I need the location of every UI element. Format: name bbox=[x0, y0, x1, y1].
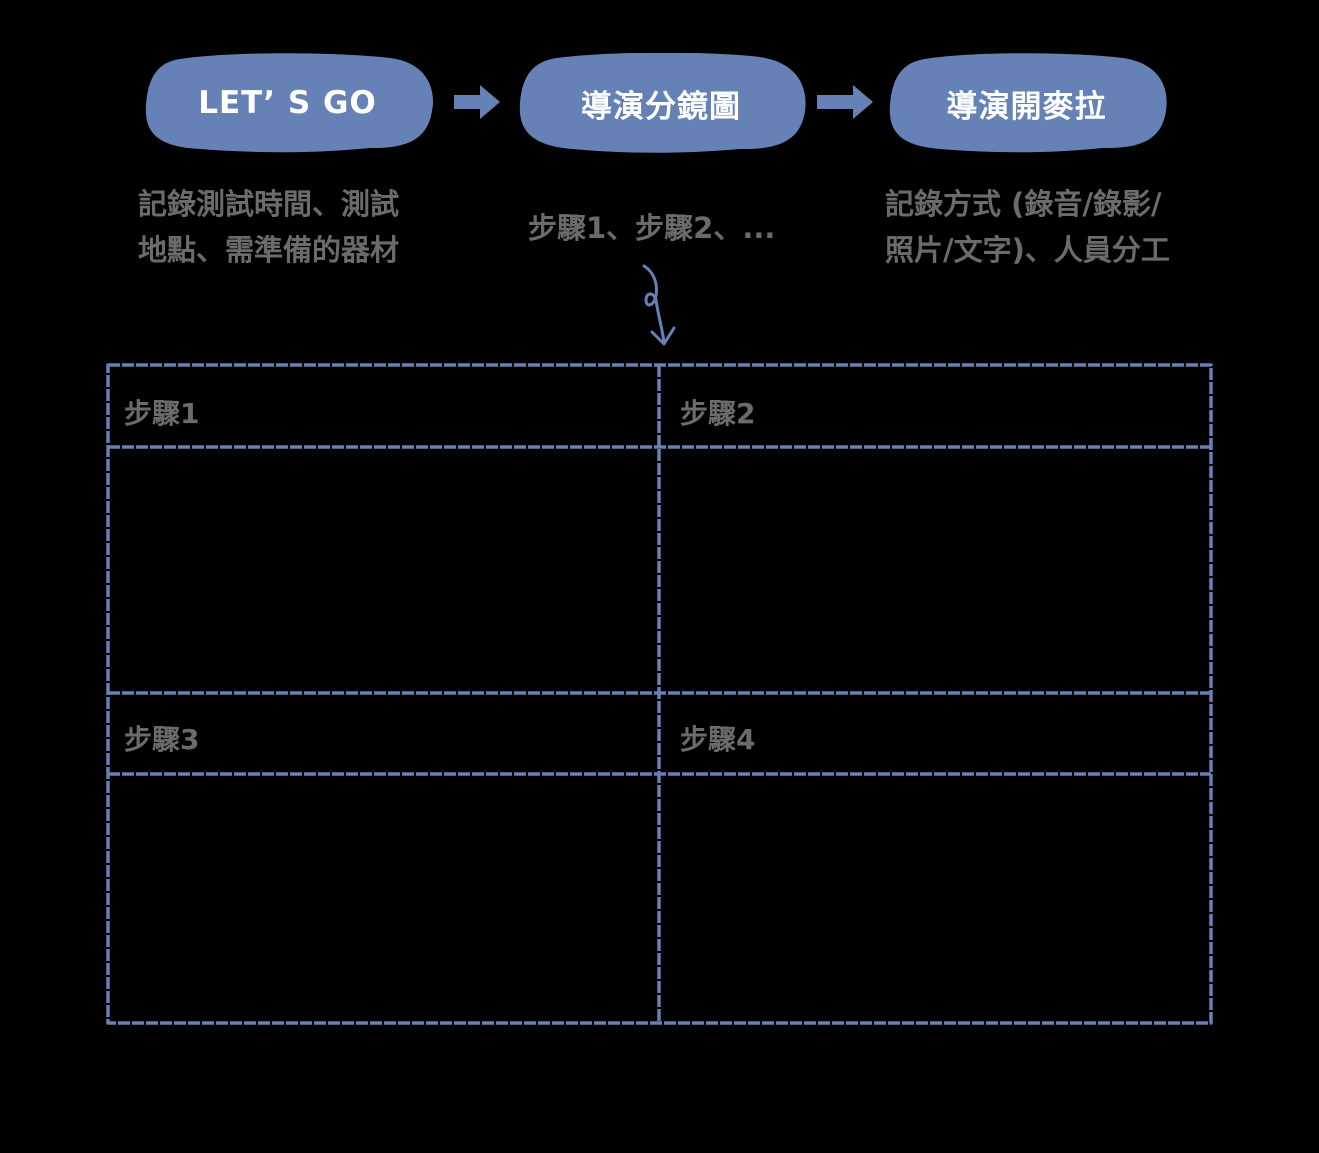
storyboard-grid bbox=[106, 363, 1213, 1025]
step-1-title: 步驟1 bbox=[124, 397, 200, 430]
stage-cloud-director-storyboard: 導演分鏡圖 bbox=[515, 53, 807, 153]
hand-drawn-down-arrow-icon bbox=[628, 262, 688, 356]
right-arrow-icon bbox=[452, 82, 502, 126]
description-line: 地點、需準備的器材 bbox=[138, 233, 400, 267]
description-line: 照片/文字)、人員分工 bbox=[885, 233, 1170, 267]
stage-description-storyboard: 步驟1、步驟2、... bbox=[528, 205, 818, 251]
stage-label: 導演開麥拉 bbox=[946, 88, 1107, 125]
step-4-content-area[interactable] bbox=[664, 778, 1207, 1018]
stage-description-action: 記錄方式 (錄音/錄影/ 照片/文字)、人員分工 bbox=[885, 181, 1225, 273]
step-1-content-area[interactable] bbox=[112, 452, 655, 688]
right-arrow-icon bbox=[815, 82, 875, 126]
description-line: 步驟1、步驟2、... bbox=[528, 211, 776, 245]
step-3-content-area[interactable] bbox=[112, 778, 655, 1018]
description-line: 記錄測試時間、測試 bbox=[138, 187, 400, 221]
cloud-shape bbox=[889, 53, 1167, 153]
cloud-shape bbox=[145, 53, 434, 153]
stage-description-lets-go: 記錄測試時間、測試 地點、需準備的器材 bbox=[138, 181, 448, 273]
stage-label: LET’ S GO bbox=[198, 85, 377, 121]
stage-cloud-director-action: 導演開麥拉 bbox=[885, 53, 1168, 153]
step-3-title: 步驟3 bbox=[124, 723, 200, 756]
stage-label: 導演分鏡圖 bbox=[581, 88, 741, 125]
step-2-content-area[interactable] bbox=[664, 452, 1207, 688]
description-line: 記錄方式 (錄音/錄影/ bbox=[885, 187, 1162, 221]
cloud-shape bbox=[519, 53, 806, 153]
step-4-title: 步驟4 bbox=[680, 723, 756, 756]
stage-cloud-lets-go: LET’ S GO bbox=[140, 53, 435, 153]
step-2-title: 步驟2 bbox=[680, 397, 756, 430]
